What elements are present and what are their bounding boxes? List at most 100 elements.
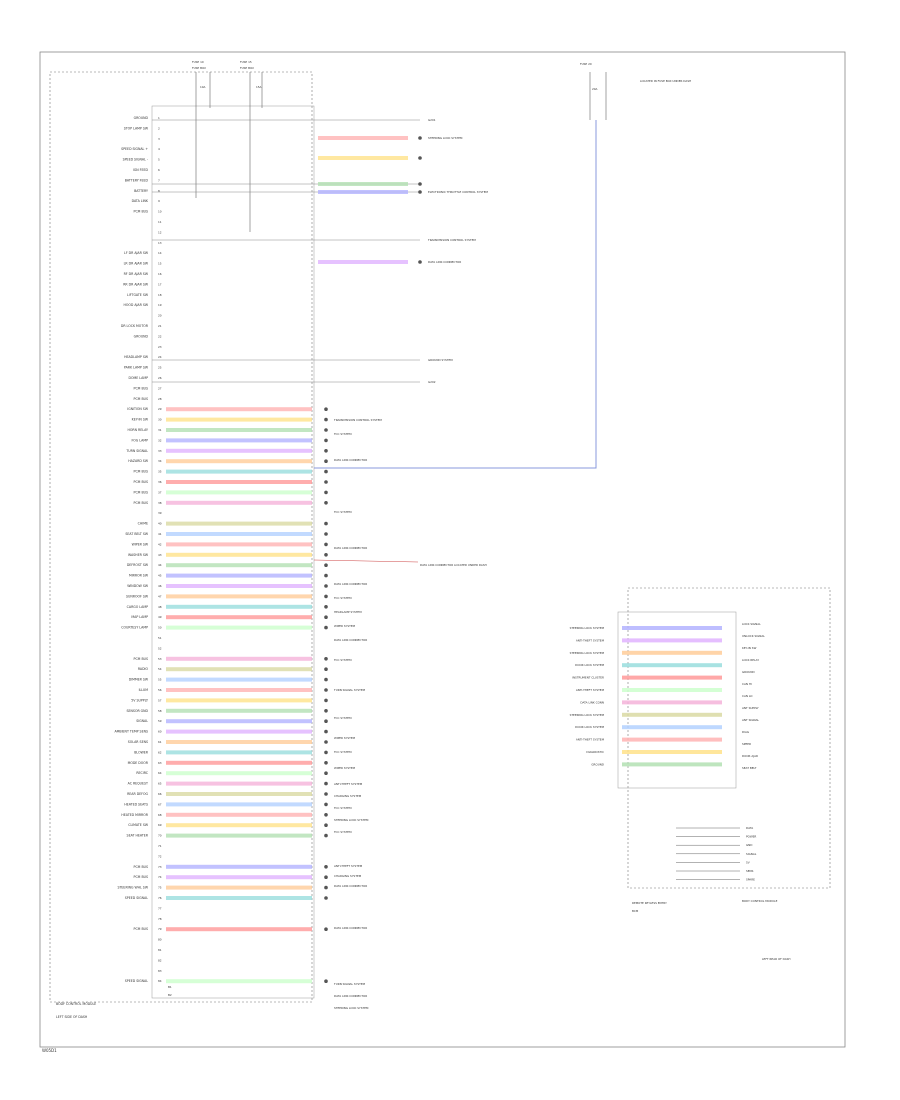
left-pin-label: PARK LAMP SW [124, 366, 149, 370]
wire-terminal [324, 553, 328, 557]
wire-segment [166, 480, 312, 484]
wire-terminal [324, 740, 328, 744]
blue-feed-wire [314, 120, 597, 469]
destination-label: ANTI-THEFT SYSTEM [334, 782, 363, 786]
wire-segment [166, 979, 312, 984]
left-pin-label: MODE DOOR [128, 761, 149, 765]
left-pin-label: WIPER SW [132, 542, 149, 546]
wire-terminal [324, 761, 328, 765]
wire-segment [166, 542, 312, 547]
left-pin-number: 46 [158, 584, 162, 588]
right-wire-segment [622, 712, 722, 717]
left-pin-number: 38 [158, 501, 162, 505]
right-pin-label: LOCK SIGNAL [742, 622, 761, 626]
left-pin-number: 55 [158, 678, 162, 682]
right-bottom-label: SPARE [746, 878, 755, 882]
left-pin-label: RADIO [138, 667, 149, 671]
right-system-label: ANTI-THEFT SYSTEM [576, 688, 605, 692]
left-pin-number: 44 [158, 563, 162, 567]
left-pin-number: 76 [158, 896, 162, 900]
wire-segment [166, 448, 312, 453]
wire-terminal [324, 657, 328, 661]
left-module-location: LEFT SIDE OF DASH [56, 1015, 88, 1019]
right-pin-label: DIAG [742, 730, 749, 734]
wire-terminal [324, 573, 328, 578]
left-pin-label: BLOWER [134, 750, 149, 754]
wire-segment [318, 182, 408, 186]
right-module-name: BODY CONTROL MODULE [742, 899, 778, 903]
destination-label: DATA LINK CONNECTOR [334, 546, 367, 550]
left-pin-number: 4 [158, 147, 160, 151]
left-pin-number: 25 [158, 366, 162, 370]
left-pin-number: 23 [158, 345, 162, 349]
destination-label: TCC SYSTEM [333, 432, 352, 436]
destination-label: STEERING LOCK SYSTEM [334, 818, 369, 822]
wire-segment [166, 864, 312, 869]
left-pin-number: 24 [158, 355, 162, 359]
left-pin-label: DEFROST SW [127, 563, 149, 567]
left-pin-number: 1 [158, 116, 160, 120]
left-pin-label: DOME LAMP [129, 376, 149, 380]
wire-terminal [324, 719, 328, 723]
wire-segment [166, 469, 312, 474]
wire-terminal [324, 688, 328, 692]
right-bottom-label: GND [746, 843, 752, 847]
destination-label: TCC SYSTEM [333, 658, 352, 662]
right-wire-segment [622, 650, 722, 655]
destination-label: DATA LINK CONNECTOR [334, 926, 367, 930]
wire-terminal [324, 927, 328, 931]
right-pin-label: DOOR AJAR [742, 754, 758, 758]
wire-segment [166, 417, 312, 422]
left-pin-number: 57 [158, 698, 162, 702]
left-pin-label: PCM BUS [134, 490, 148, 494]
wire-terminal [418, 182, 422, 186]
wire-terminal [324, 438, 328, 443]
footer-code: W05D1 [42, 1048, 57, 1053]
left-pin-label: SPEED SIGNAL + [121, 147, 148, 151]
left-pin-label: CLIMATE SW [128, 823, 149, 827]
left-pin-label: ILLUM [139, 688, 149, 692]
fuse-1-title: FUSE 10 [192, 60, 204, 64]
left-pin-number: 18 [158, 293, 162, 297]
wire-segment [318, 260, 408, 264]
destination-label: HEADLAMP SYSTEM [334, 610, 362, 614]
left-pin-number: 39 [158, 511, 162, 515]
left-pin-label: GROUND [134, 334, 149, 338]
left-pin-number: 42 [158, 542, 162, 546]
wire-segment [166, 584, 312, 588]
left-pin-number: 35 [158, 470, 162, 474]
wire-segment [166, 750, 312, 755]
destination-label: STEERING LOCK SYSTEM [334, 1006, 369, 1010]
right-wire-segment [622, 750, 722, 754]
left-pin-number: 61 [158, 740, 162, 744]
right-system-label: ANTI-THEFT SYSTEM [576, 738, 605, 742]
left-pin-label: LF DR AJAR SW [124, 251, 149, 255]
destination-label: WIPER SYSTEM [334, 736, 356, 740]
wire-terminal [324, 459, 328, 464]
wire-terminal [324, 417, 328, 422]
wire-segment [166, 573, 312, 578]
left-pin-number: 15 [158, 262, 162, 266]
right-wire-segment [622, 700, 722, 705]
left-pin-number: 77 [158, 906, 162, 910]
left-pin-number: 69 [158, 823, 162, 827]
wire-segment [166, 677, 312, 682]
wire-terminal [324, 677, 328, 682]
fuse-2-sub: 15A [256, 85, 262, 89]
left-pin-number: 66 [158, 792, 162, 796]
wire-terminal [418, 136, 422, 140]
wire-segment [166, 781, 312, 786]
left-pin-number: 81 [158, 948, 162, 952]
destination-label: DATA LINK CONNECTOR [428, 260, 461, 264]
right-pin-label: ANT SUPPLY [742, 706, 759, 710]
right-bottom-label: SIGNAL [746, 852, 757, 856]
wire-terminal [324, 501, 328, 505]
left-pin-number: 51 [158, 636, 162, 640]
left-pin-number: 5 [158, 158, 160, 162]
wire-terminal [324, 885, 328, 890]
wire-terminal [324, 813, 328, 817]
left-pin-label: HEATED MIRROR [121, 813, 148, 817]
wire-segment [166, 688, 312, 692]
left-pin-label: PCM BUS [134, 480, 148, 484]
